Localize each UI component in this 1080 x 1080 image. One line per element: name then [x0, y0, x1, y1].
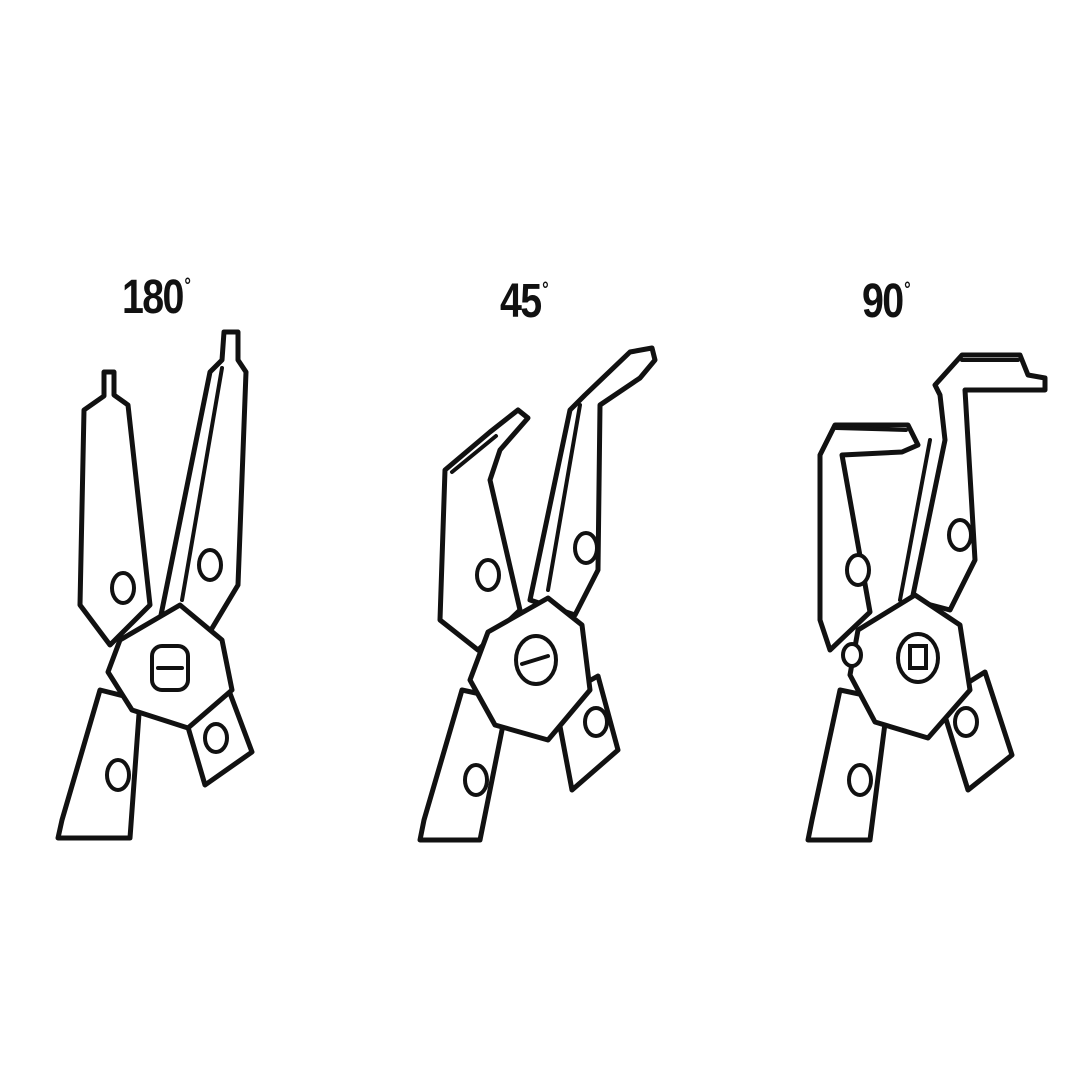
- tip-angle-label-90: 90°: [862, 275, 911, 328]
- plier-tip-90-drawing: [805, 352, 1048, 843]
- plier-tip-45-drawing: [417, 345, 658, 843]
- plier-tip-180-drawing: [55, 329, 255, 841]
- tip-angle-label-45: 45°: [500, 275, 549, 328]
- tip-angle-label-180: 180°: [122, 271, 191, 324]
